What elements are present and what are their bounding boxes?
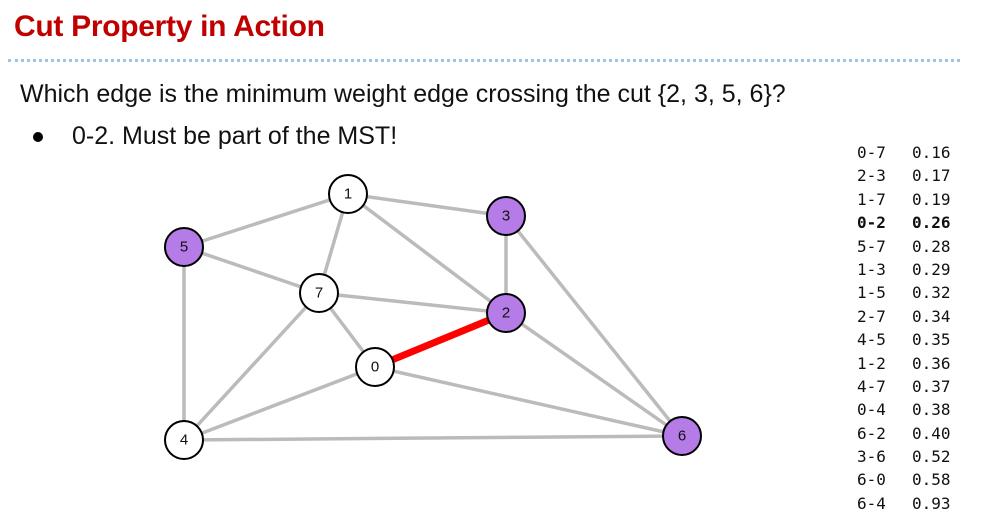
edge-list-row: 0-2 0.26 xyxy=(857,211,951,234)
edge-list-weight: 0.36 xyxy=(912,353,951,373)
node-label: 5 xyxy=(180,239,188,256)
edge-list-weight: 0.17 xyxy=(912,166,951,186)
edge-list-weight: 0.37 xyxy=(912,376,951,396)
edge-list-weight: 0.93 xyxy=(912,493,951,513)
edge-list-row: 1-7 0.19 xyxy=(857,188,951,211)
edge-0-4 xyxy=(183,365,376,442)
nodes-layer: 0 1 2 3 4 5 6 7 xyxy=(164,174,702,460)
edge-list-weight: 0.52 xyxy=(912,447,951,467)
edge-list-weight: 0.35 xyxy=(912,330,951,350)
edge-list-label: 5-7 xyxy=(857,236,886,256)
edge-6-0 xyxy=(374,365,683,438)
edge-list-weight: 0.58 xyxy=(912,470,951,490)
edge-list-label: 0-2 xyxy=(857,213,886,233)
edge-list-weight: 0.32 xyxy=(912,283,951,303)
node-label: 7 xyxy=(315,285,323,302)
question-text: Which edge is the minimum weight edge cr… xyxy=(20,80,786,108)
edge-list-label: 1-2 xyxy=(857,353,886,373)
node-6: 6 xyxy=(662,416,702,456)
node-label: 1 xyxy=(344,186,352,203)
node-label: 6 xyxy=(678,428,686,445)
edge-2-7 xyxy=(318,291,507,315)
node-circle xyxy=(355,347,395,387)
edge-list-row: 6-4 0.93 xyxy=(857,492,951,515)
edge-list-label: 6-2 xyxy=(857,423,886,443)
slide-title: Cut Property in Action xyxy=(14,10,325,43)
node-4: 4 xyxy=(164,420,204,460)
edge-list-row: 2-7 0.34 xyxy=(857,305,951,328)
edge-list-row: 5-7 0.28 xyxy=(857,235,951,258)
edge-list-row: 6-0 0.58 xyxy=(857,468,951,491)
node-circle xyxy=(662,416,702,456)
edge-1-2 xyxy=(346,192,508,315)
node-1: 1 xyxy=(328,174,368,214)
title-divider xyxy=(8,59,960,62)
edge-list-weight: 0.34 xyxy=(912,306,951,326)
edge-list-weight: 0.28 xyxy=(912,236,951,256)
edge-1-3 xyxy=(347,192,507,218)
node-0: 0 xyxy=(355,347,395,387)
edge-3-6 xyxy=(504,214,684,438)
edge-list-row: 1-3 0.29 xyxy=(857,258,951,281)
node-label: 4 xyxy=(180,432,188,449)
answer-bullet: 0-2. Must be part of the MST! xyxy=(72,122,398,150)
edge-1-5 xyxy=(183,192,349,249)
edge-list-row: 0-7 0.16 xyxy=(857,141,951,164)
edges-layer xyxy=(182,192,684,442)
edge-6-4 xyxy=(183,434,683,442)
edge-list-label: 2-3 xyxy=(857,166,886,186)
node-circle xyxy=(164,420,204,460)
node-circle xyxy=(486,293,526,333)
node-label: 0 xyxy=(371,359,379,376)
edge-list-row: 1-2 0.36 xyxy=(857,352,951,375)
edge-list-weight: 0.19 xyxy=(912,189,951,209)
edge-list-row: 3-6 0.52 xyxy=(857,445,951,468)
edge-list-label: 6-0 xyxy=(857,470,886,490)
edge-list-row: 6-2 0.40 xyxy=(857,422,951,445)
edge-list-label: 2-7 xyxy=(857,306,886,326)
edge-list-row: 2-3 0.17 xyxy=(857,164,951,187)
edge-list-label: 1-3 xyxy=(857,259,886,279)
edge-4-7 xyxy=(182,291,321,442)
edge-list-label: 6-4 xyxy=(857,493,886,513)
edge-5-7 xyxy=(183,245,320,295)
edge-list-weight: 0.16 xyxy=(912,143,951,162)
node-circle xyxy=(486,196,526,236)
edge-list-weight: 0.40 xyxy=(912,423,951,443)
edge-list-label: 4-5 xyxy=(857,330,886,350)
edge-list-label: 0-4 xyxy=(857,400,886,420)
node-2: 2 xyxy=(486,293,526,333)
edge-list-row: 4-7 0.37 xyxy=(857,375,951,398)
node-circle xyxy=(299,273,339,313)
edge-6-2 xyxy=(504,311,684,438)
bullet-icon xyxy=(33,132,43,142)
edge-0-2 xyxy=(373,309,508,371)
edge-list-label: 1-7 xyxy=(857,189,886,209)
node-circle xyxy=(164,227,204,267)
edge-weight-list: 0-7 0.16 2-3 0.17 1-7 0.19 0-2 0.26 5-7 0.28 1-3 0.… xyxy=(857,141,951,515)
edge-list-row: 0-4 0.38 xyxy=(857,398,951,421)
edge-list-weight: 0.29 xyxy=(912,259,951,279)
node-label: 2 xyxy=(502,305,510,322)
node-5: 5 xyxy=(164,227,204,267)
edge-list-weight: 0.38 xyxy=(912,400,951,420)
node-label: 3 xyxy=(502,208,510,225)
edge-list-row: 1-5 0.32 xyxy=(857,281,951,304)
node-7: 7 xyxy=(299,273,339,313)
edge-list-label: 0-7 xyxy=(857,143,886,162)
edge-list-label: 3-6 xyxy=(857,447,886,467)
edge-list-label: 4-7 xyxy=(857,376,886,396)
node-circle xyxy=(328,174,368,214)
node-3: 3 xyxy=(486,196,526,236)
edge-list-row: 4-5 0.35 xyxy=(857,328,951,351)
edge-list-weight: 0.26 xyxy=(912,213,951,233)
edge-list-label: 1-5 xyxy=(857,283,886,303)
